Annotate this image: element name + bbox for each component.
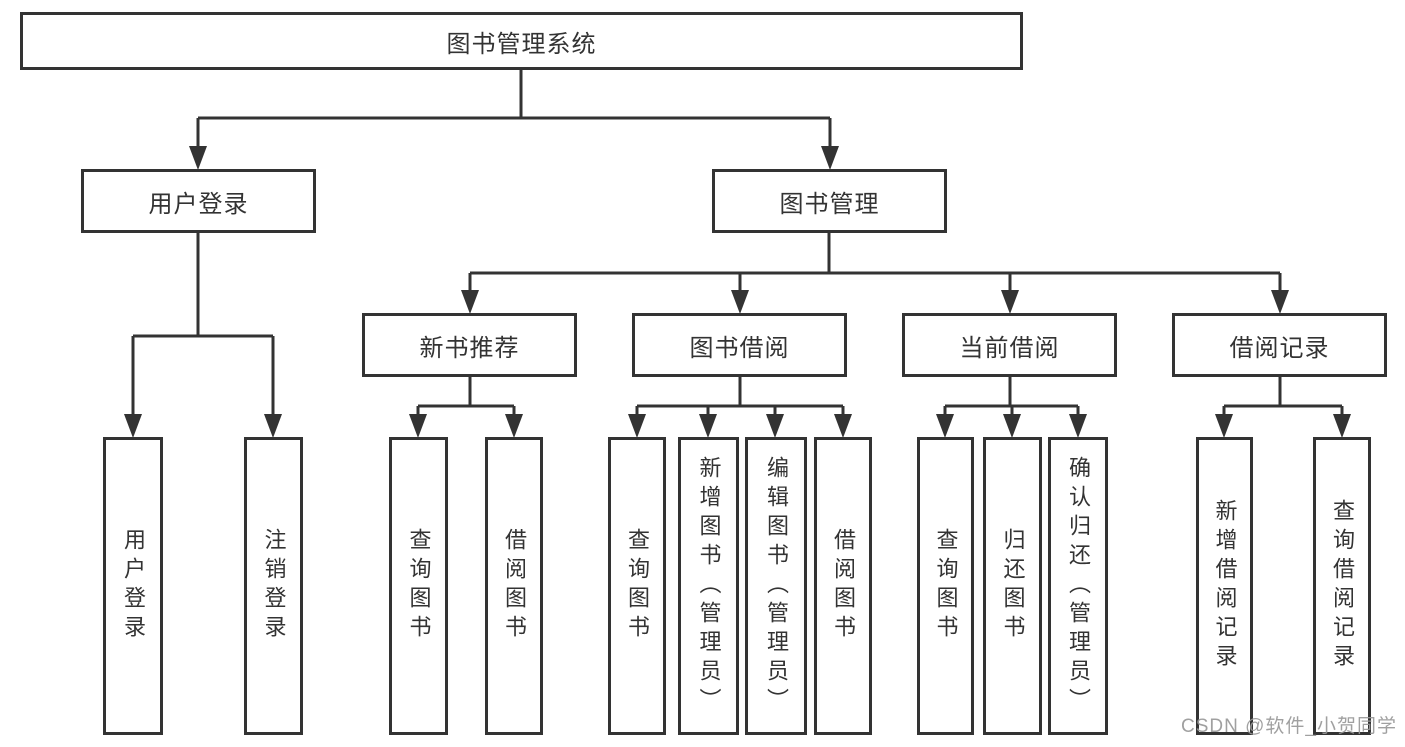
connector-new-book-rec-to-leaves <box>416 377 516 416</box>
leaf-user-login: 用户登录 <box>103 437 163 735</box>
leaf-add-books-admin: 新增图书（管理员） <box>678 437 739 735</box>
arrowhead-icon <box>766 414 784 438</box>
leaf-confirm-return-admin: 确认归还（管理员） <box>1048 437 1108 735</box>
leaf-borrow-books: 借阅图书 <box>814 437 872 735</box>
leaf-query-books-rec-label: 查询图书 <box>406 528 432 644</box>
arrowhead-icon <box>1215 414 1233 438</box>
connector-book-management-to-level3 <box>468 233 1282 292</box>
leaf-confirm-return-admin-label: 确认归还（管理员） <box>1066 455 1091 717</box>
arrowhead-icon <box>936 414 954 438</box>
connector-current-borrow-to-leaves <box>943 377 1080 416</box>
node-user-login: 用户登录 <box>81 169 316 233</box>
leaf-edit-books-admin: 编辑图书（管理员） <box>745 437 807 735</box>
node-book-borrow-label: 图书借阅 <box>689 334 790 362</box>
node-borrow-records-label: 借阅记录 <box>1229 334 1330 362</box>
node-book-management-label: 图书管理 <box>779 190 880 218</box>
leaf-query-books-current: 查询图书 <box>917 437 974 735</box>
csdn-watermark: CSDN @软件_小贺同学 <box>1181 716 1397 737</box>
leaf-borrow-books-rec: 借阅图书 <box>485 437 543 735</box>
node-book-borrow: 图书借阅 <box>632 313 847 377</box>
leaf-edit-books-admin-label: 编辑图书（管理员） <box>764 455 789 717</box>
leaf-query-books-current-label: 查询图书 <box>933 528 959 644</box>
node-root: 图书管理系统 <box>20 12 1023 70</box>
node-book-management: 图书管理 <box>712 169 947 233</box>
leaf-logout-label: 注销登录 <box>261 528 287 644</box>
arrowhead-icon <box>699 414 717 438</box>
arrowhead-icon <box>1001 290 1019 314</box>
leaf-query-books-rec: 查询图书 <box>389 437 448 735</box>
leaf-add-borrow-record: 新增借阅记录 <box>1196 437 1253 735</box>
leaf-borrow-books-label: 借阅图书 <box>831 528 856 644</box>
node-new-book-recommend-label: 新书推荐 <box>419 334 520 362</box>
arrowhead-icon <box>264 414 282 438</box>
connector-book-borrow-to-leaves <box>635 377 845 416</box>
arrowhead-icon <box>461 290 479 314</box>
node-root-label: 图书管理系统 <box>446 30 597 58</box>
node-new-book-recommend: 新书推荐 <box>362 313 577 377</box>
leaf-query-borrow-record-label: 查询借阅记录 <box>1330 499 1355 673</box>
leaf-add-books-admin-label: 新增图书（管理员） <box>696 455 722 717</box>
leaf-add-borrow-record-label: 新增借阅记录 <box>1212 499 1238 673</box>
arrowhead-icon <box>834 414 852 438</box>
leaf-query-borrow-record: 查询借阅记录 <box>1313 437 1371 735</box>
leaf-query-books-borrow: 查询图书 <box>608 437 666 735</box>
arrowhead-icon <box>409 414 427 438</box>
connector-borrow-records-to-leaves <box>1222 377 1344 416</box>
leaf-return-books-label: 归还图书 <box>1000 528 1026 644</box>
arrowhead-icon <box>124 414 142 438</box>
arrowhead-icon <box>1271 290 1289 314</box>
arrowhead-icon <box>628 414 646 438</box>
leaf-return-books: 归还图书 <box>983 437 1042 735</box>
node-user-login-label: 用户登录 <box>148 190 249 218</box>
arrowhead-icon <box>1069 414 1087 438</box>
node-current-borrow: 当前借阅 <box>902 313 1117 377</box>
connector-user-login-to-leaves <box>131 233 275 416</box>
node-current-borrow-label: 当前借阅 <box>959 334 1060 362</box>
arrowhead-icon <box>189 146 207 170</box>
arrowhead-icon <box>1003 414 1021 438</box>
node-borrow-records: 借阅记录 <box>1172 313 1387 377</box>
arrowhead-icon <box>505 414 523 438</box>
connector-root-to-level2 <box>196 70 832 150</box>
arrowhead-icon <box>821 146 839 170</box>
leaf-query-books-borrow-label: 查询图书 <box>625 528 650 644</box>
arrowhead-icon <box>1333 414 1351 438</box>
leaf-user-login-label: 用户登录 <box>121 528 146 644</box>
arrowhead-icon <box>731 290 749 314</box>
leaf-borrow-books-rec-label: 借阅图书 <box>502 528 527 644</box>
leaf-logout: 注销登录 <box>244 437 303 735</box>
